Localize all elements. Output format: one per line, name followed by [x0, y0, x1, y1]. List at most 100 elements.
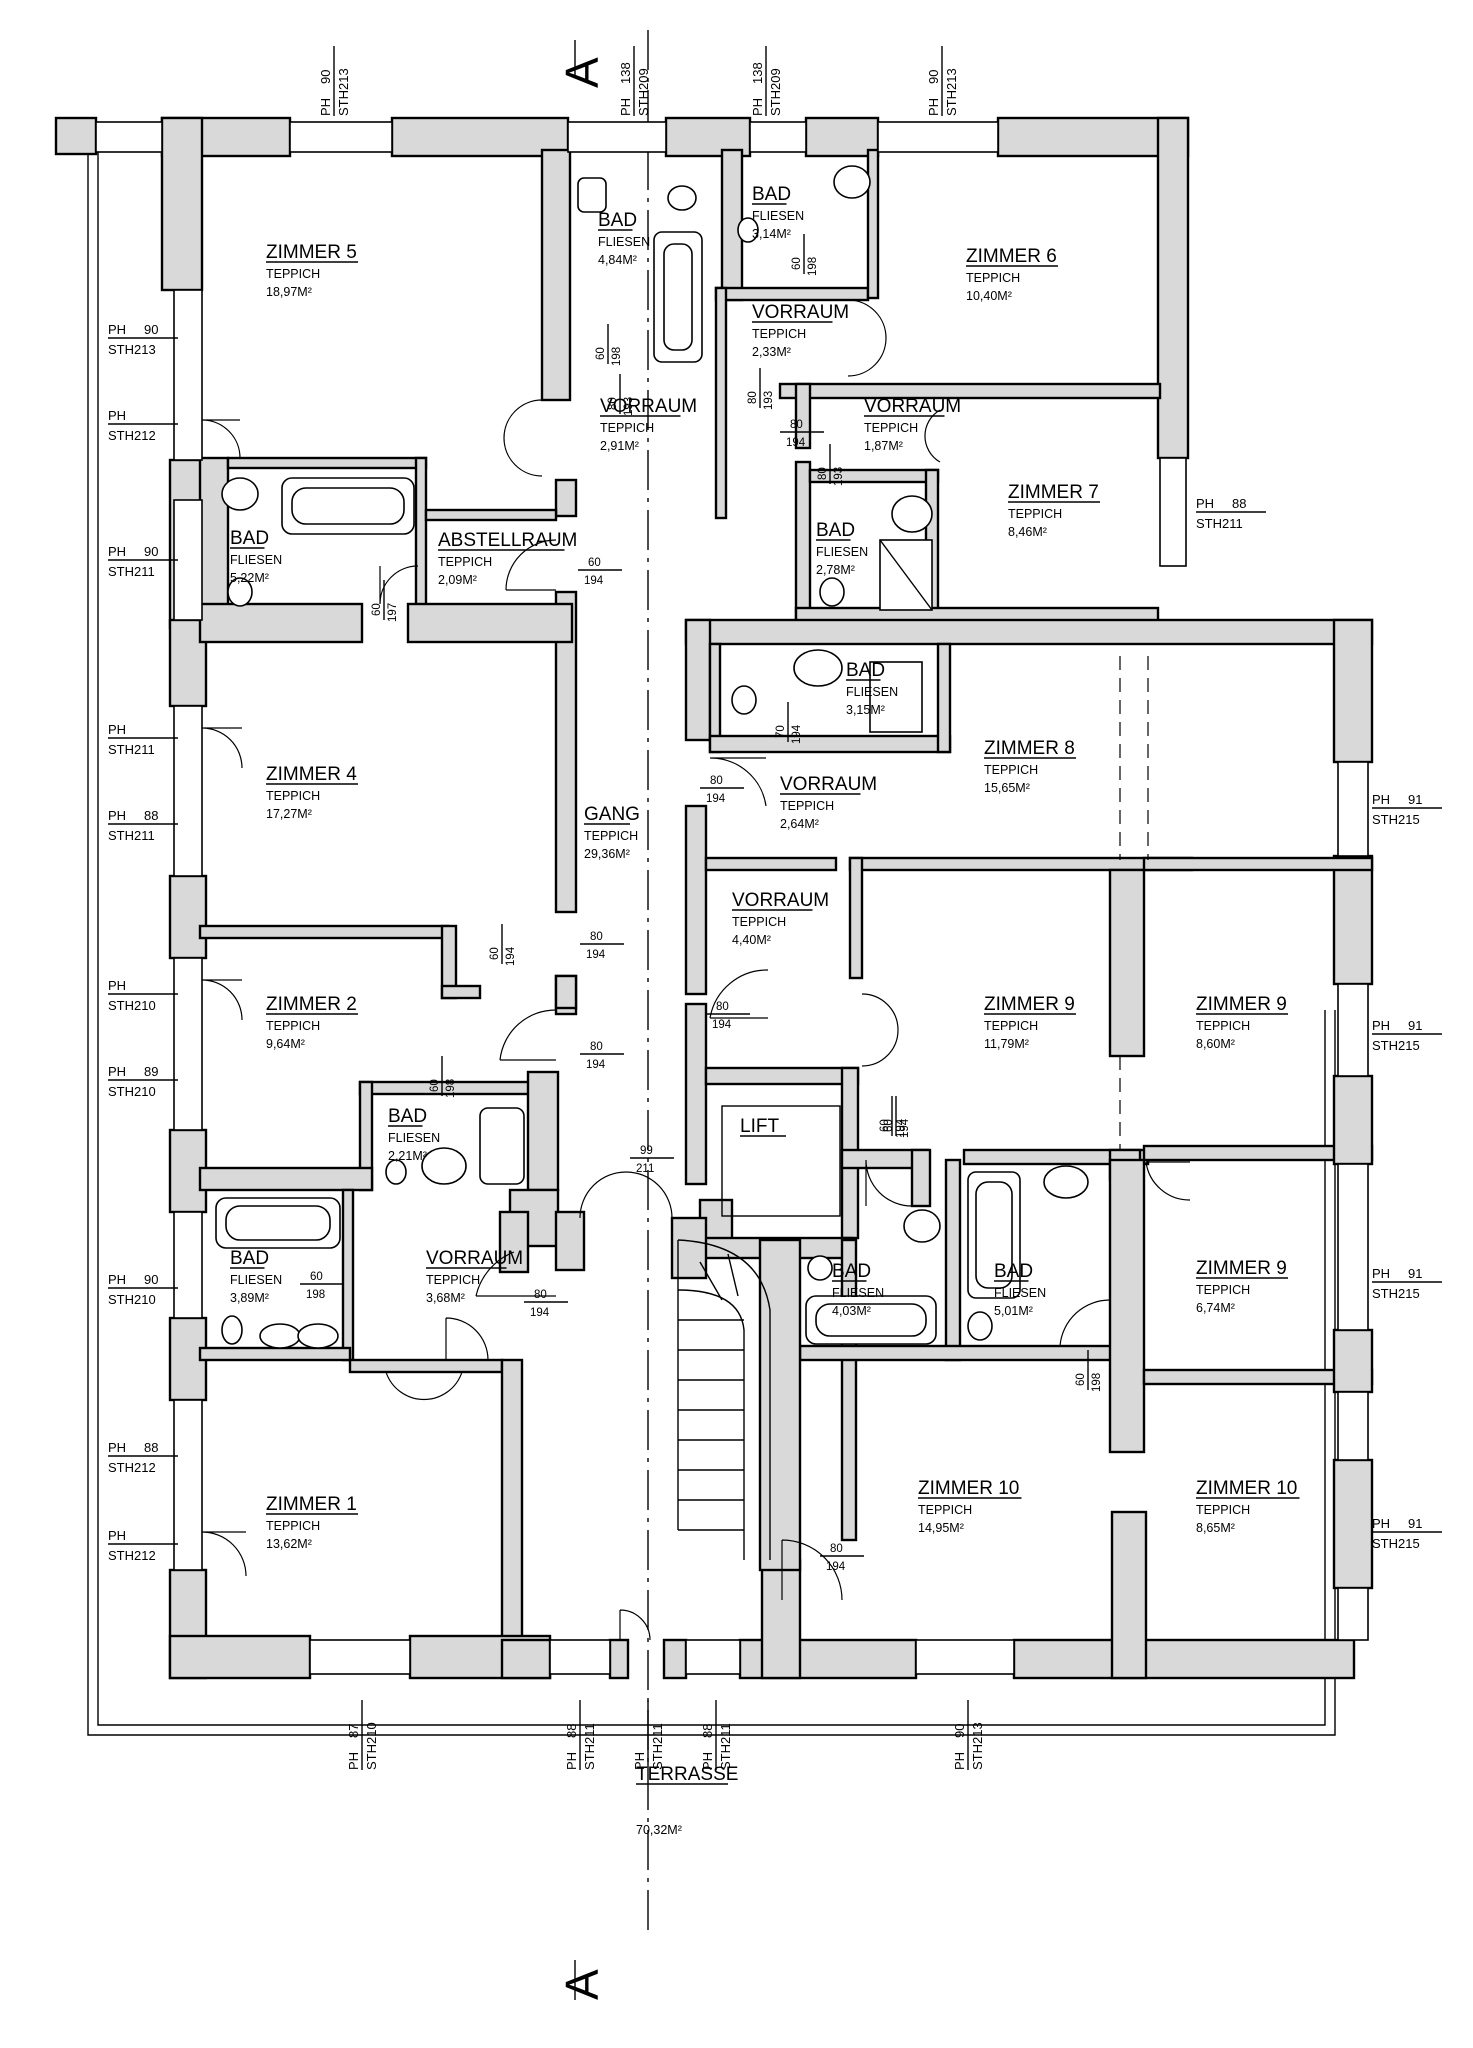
door-dimension: 80 193	[817, 444, 845, 486]
sink-icon	[221, 477, 259, 511]
room-area: 4,84M²	[598, 253, 637, 267]
door-width: 80	[716, 1001, 729, 1013]
room-name: TERRASSE	[636, 1764, 738, 1785]
windows	[95, 121, 1369, 1675]
room-floor: TEPPICH	[1008, 507, 1062, 521]
window-ph-value: 138	[750, 62, 765, 84]
window-sth: STH209	[768, 68, 783, 116]
door-width: 80	[590, 1041, 603, 1053]
window-sth: STH213	[108, 342, 156, 357]
window-ph-value: 90	[318, 70, 333, 84]
door-height: 194	[706, 793, 726, 805]
door-height: 194	[505, 946, 517, 966]
room-area: 8,46M²	[1008, 525, 1047, 539]
room-name: VORRAUM	[864, 396, 961, 417]
door-height: 194	[586, 949, 606, 961]
room-floor: TEPPICH	[266, 1019, 320, 1033]
door-width: 99	[640, 1145, 653, 1157]
room-name: ABSTELLRAUM	[438, 530, 577, 551]
room-area: 3,68M²	[426, 1291, 465, 1305]
window-sth: STH212	[108, 1548, 156, 1563]
window-ph: PH	[108, 1440, 126, 1455]
window-ph-value: 138	[618, 62, 633, 84]
room-name: VORRAUM	[426, 1248, 523, 1269]
window-sth: STH210	[108, 1084, 156, 1099]
room-name: VORRAUM	[600, 396, 697, 417]
door-dimension-rotated: 60 194	[489, 924, 517, 966]
window-sth: STH211	[108, 742, 155, 757]
window-sth: STH215	[1372, 812, 1420, 827]
toilet-icon	[227, 577, 253, 607]
room-name: BAD	[230, 1248, 269, 1269]
window-sth: STH212	[108, 1460, 156, 1475]
room-name: ZIMMER 9	[1196, 994, 1287, 1015]
room-area: 11,79M²	[984, 1037, 1029, 1051]
door-width: 80	[817, 467, 829, 480]
sink-icon	[903, 1209, 941, 1243]
door-width: 60	[879, 1119, 891, 1132]
toilet-icon	[737, 217, 759, 243]
window-sth: STH211	[108, 828, 155, 843]
sink-icon	[577, 177, 607, 213]
room-name: ZIMMER 1	[266, 1494, 357, 1515]
door-dimension: 60 194	[489, 924, 517, 966]
toilet-icon	[807, 1255, 833, 1281]
room-name: ZIMMER 9	[1196, 1258, 1287, 1279]
window-ph-value: 91	[1408, 1266, 1422, 1281]
door-height: 193	[833, 467, 845, 486]
room-name: ZIMMER 5	[266, 242, 357, 263]
door-dimension-rotated: 80 193	[817, 444, 845, 486]
door-height: 194	[530, 1307, 550, 1319]
door-width: 60	[310, 1271, 323, 1283]
window-ph: PH	[108, 322, 126, 337]
door-width: 60	[588, 557, 601, 569]
room-area: 2,33M²	[752, 345, 791, 359]
window-ph: PH	[108, 408, 126, 423]
room-name: BAD	[388, 1106, 427, 1127]
room-floor: TEPPICH	[584, 829, 638, 843]
door-width: 60	[595, 347, 607, 360]
door-width: 60	[489, 947, 501, 960]
door-width: 60	[429, 1079, 441, 1092]
door-height: 194	[826, 1561, 846, 1573]
window-ph: PH	[108, 722, 126, 737]
window-ph: PH	[318, 98, 333, 116]
door-width: 80	[710, 775, 723, 787]
staircase	[677, 1239, 771, 1560]
window-ph: PH	[108, 978, 126, 993]
room-name: BAD	[752, 184, 791, 205]
room-area: 70,32M²	[636, 1823, 682, 1837]
room-floor: FLIESEN	[230, 1273, 282, 1287]
room-floor: TEPPICH	[266, 267, 320, 281]
room-label-terrasse: TERRASSE 70,32M²	[636, 1764, 738, 1837]
window-ph: PH	[346, 1752, 361, 1770]
sink-icon	[833, 165, 871, 199]
room-name: ZIMMER 6	[966, 246, 1057, 267]
sanitary-fixtures	[215, 165, 1089, 1349]
